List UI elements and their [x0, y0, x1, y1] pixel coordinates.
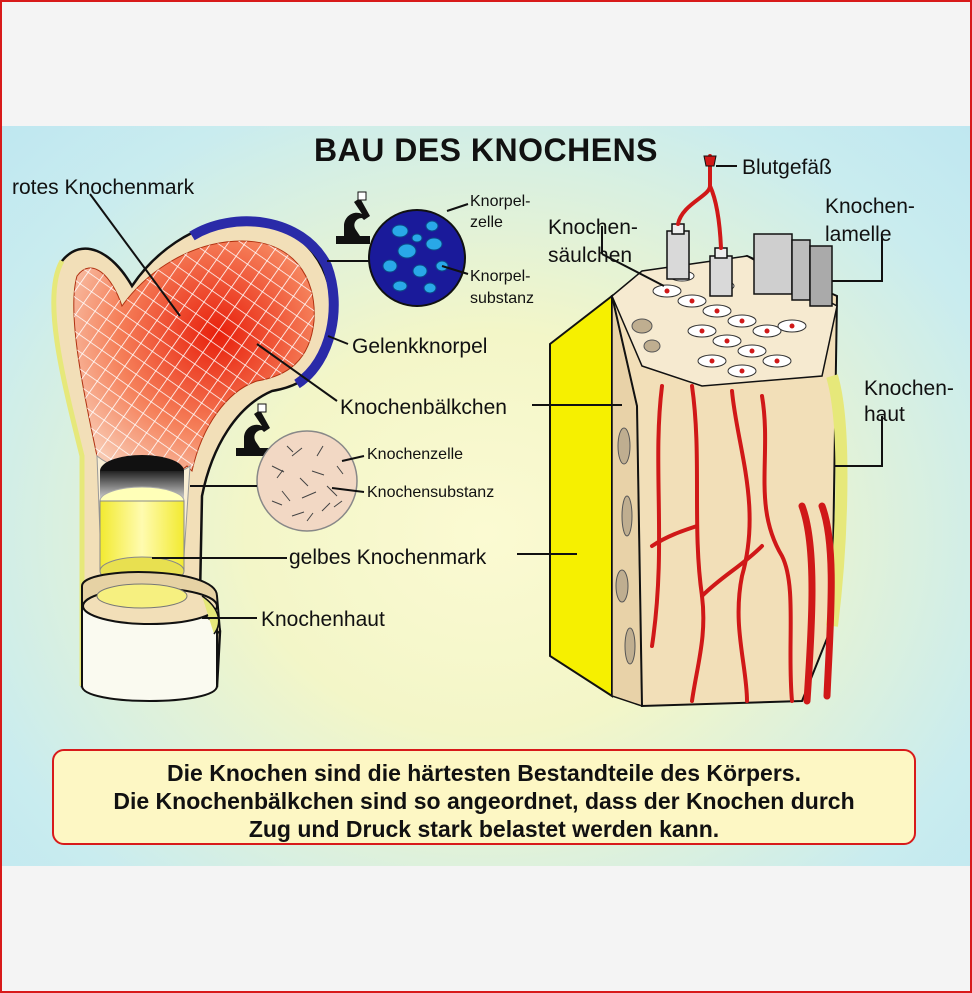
label-knochenhaut-left: Knochenhaut [261, 608, 385, 631]
label-knochenhaut-right-line2: haut [864, 403, 905, 426]
microscope-icon [336, 191, 370, 244]
label-knorpelzelle-line2: zelle [470, 214, 503, 231]
label-knorpelsubstanz-line2: substanz [470, 290, 535, 307]
diagram-panel [2, 126, 970, 866]
femur-drawing [51, 216, 339, 702]
label-rotes-knochenmark: rotes Knochenmark [12, 176, 195, 199]
label-knorpelzelle-line1: Knorpel- [470, 193, 531, 210]
microscope-icon [236, 403, 270, 456]
label-gelbes-knochenmark: gelbes Knochenmark [289, 546, 487, 569]
label-knochenlamelle-line2: lamelle [825, 223, 892, 246]
label-knochenzelle: Knochenzelle [367, 446, 464, 463]
label-knochensaeulchen-line2: säulchen [548, 244, 633, 267]
bone-illustration [51, 154, 883, 708]
bone-block-drawing [549, 154, 848, 708]
caption-line-1: Die Knochen sind die härtesten Bestandte… [167, 760, 801, 786]
label-knochenhaut-right-line1: Knochen- [864, 377, 954, 400]
diagram-title: BAU DES KNOCHENS [313, 132, 659, 168]
left-leader-lines [89, 193, 469, 619]
label-knorpelsubstanz-line1: Knorpel- [470, 268, 531, 285]
label-knochenbaelkchen: Knochenbälkchen [340, 396, 507, 419]
caption-line-3: Zug und Druck stark belastet werden kann… [248, 816, 720, 842]
caption-line-2: Die Knochenbälkchen sind so angeordnet, … [113, 788, 855, 814]
label-blutgefaess: Blutgefäß [742, 156, 832, 179]
right-leader-lines [517, 165, 883, 555]
caption-box: Die Knochen sind die härtesten Bestandte… [52, 749, 916, 845]
label-knochenlamelle-line1: Knochen- [825, 195, 915, 218]
cartilage-zoom-circle [368, 209, 466, 307]
label-knochensubstanz: Knochensubstanz [367, 484, 495, 501]
bone-tissue-zoom-circle [256, 430, 358, 532]
label-knochensaeulchen-line1: Knochen- [548, 216, 638, 239]
label-gelenkknorpel: Gelenkknorpel [352, 335, 488, 358]
